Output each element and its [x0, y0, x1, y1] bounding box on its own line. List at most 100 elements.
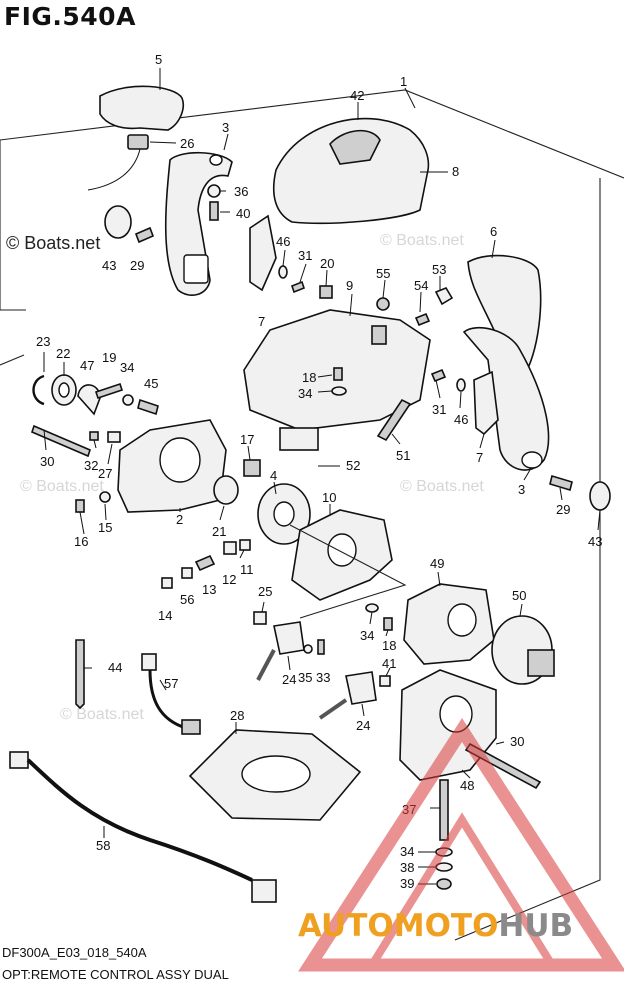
callout-19: 19: [102, 350, 116, 365]
part-53-bracket: [434, 287, 454, 306]
callout-24: 24: [282, 672, 296, 687]
part-39-nut: [436, 878, 452, 890]
callout-52: 52: [346, 458, 360, 473]
callout-36: 36: [234, 184, 248, 199]
callout-31-right: 31: [432, 402, 446, 417]
callout-42: 42: [350, 88, 364, 103]
callout-21: 21: [212, 524, 226, 539]
part-20-clip: [319, 285, 333, 299]
part-14-nut: [161, 577, 173, 589]
callout-1: 1: [400, 74, 407, 89]
callout-3: 3: [222, 120, 229, 135]
callout-35: 35: [298, 670, 312, 685]
part-43-right-cap: [589, 481, 611, 511]
brand-wordmark: AUTOMOTOHUB: [298, 908, 573, 944]
callout-2: 2: [176, 512, 183, 527]
callout-33: 33: [316, 670, 330, 685]
part-36-washer: [207, 184, 221, 198]
callout-28: 28: [230, 708, 244, 723]
part-31-screw: [291, 280, 305, 294]
callout-34-mid: 34: [298, 386, 312, 401]
part-24-right-sensor: [318, 671, 377, 720]
watermark-faint: © Boats.net: [380, 232, 464, 249]
part-30-bolt: [31, 424, 91, 458]
part-28-gasket: [188, 729, 362, 821]
part-3-lever: [164, 151, 233, 296]
callout-20: 20: [320, 256, 334, 271]
part-31-right-screw: [430, 368, 447, 383]
callout-3-right: 3: [518, 482, 525, 497]
callout-31: 31: [298, 248, 312, 263]
callout-4: 4: [270, 468, 277, 483]
callout-45: 45: [144, 376, 158, 391]
part-54-screw: [414, 312, 431, 327]
callout-41: 41: [382, 656, 396, 671]
callout-32: 32: [84, 458, 98, 473]
part-18-right-screw: [383, 617, 393, 631]
callout-46-right: 46: [454, 412, 468, 427]
part-17-block: [243, 459, 261, 477]
watermark-faint: © Boats.net: [60, 706, 144, 723]
watermark-faint: © Boats.net: [20, 478, 104, 495]
callout-7-right: 7: [476, 450, 483, 465]
part-47-plate: [77, 384, 101, 416]
callout-38: 38: [400, 860, 414, 875]
part-34-left-washer: [122, 394, 134, 406]
callout-5: 5: [155, 52, 162, 67]
part-55-nut: [376, 297, 390, 311]
part-7-right-guide: [473, 370, 499, 436]
part-35-washer: [303, 644, 313, 654]
callout-53: 53: [432, 262, 446, 277]
part-6-grip: [467, 254, 542, 382]
part-25-nut: [253, 611, 267, 625]
callout-34: 34: [120, 360, 134, 375]
part-18-screw: [333, 367, 343, 381]
part-50-gear: [491, 615, 555, 685]
callout-29-right: 29: [556, 502, 570, 517]
part-57-harness: [141, 653, 201, 735]
sub-assembly-bracket: [289, 524, 407, 619]
figure-code: DF300A_E03_018_540A: [2, 945, 147, 960]
part-13-spring: [194, 554, 216, 572]
part-26-connector: [87, 134, 149, 191]
callout-46: 46: [276, 234, 290, 249]
callout-43-right: 43: [588, 534, 602, 549]
part-3-right-lever: [462, 326, 550, 471]
part-37-bolt: [439, 779, 449, 841]
callout-23: 23: [36, 334, 50, 349]
part-32-screw: [89, 431, 99, 441]
part-34-washer: [331, 386, 347, 396]
callout-57: 57: [164, 676, 178, 691]
part-43-cap: [104, 205, 132, 239]
assembly-boundary-line: [0, 354, 25, 366]
callout-50: 50: [512, 588, 526, 603]
part-46-right-washer: [456, 378, 466, 392]
callout-48: 48: [460, 778, 474, 793]
callout-39: 39: [400, 876, 414, 891]
callout-22: 22: [56, 346, 70, 361]
callout-54: 54: [414, 278, 428, 293]
callout-34-lower: 34: [400, 844, 414, 859]
part-2-housing: [117, 419, 227, 513]
part-41-nut: [379, 675, 391, 687]
callout-9: 9: [346, 278, 353, 293]
part-19-screw: [94, 382, 124, 400]
part-49-housing: [403, 583, 495, 665]
part-23-circlip: [32, 374, 45, 406]
leader-lines: [43, 68, 601, 885]
assembly-boundary-line: [454, 178, 601, 941]
callout-47: 47: [80, 358, 94, 373]
callout-11: 11: [240, 562, 254, 577]
callout-10: 10: [322, 490, 336, 505]
callout-43: 43: [102, 258, 116, 273]
callout-7: 7: [258, 314, 265, 329]
callout-8: 8: [452, 164, 459, 179]
callout-27: 27: [98, 466, 112, 481]
callout-29: 29: [130, 258, 144, 273]
callout-13: 13: [202, 582, 216, 597]
part-58-harness: [9, 751, 277, 903]
part-5-grip: [99, 85, 184, 131]
figure-title: FIG.540A: [4, 2, 136, 31]
